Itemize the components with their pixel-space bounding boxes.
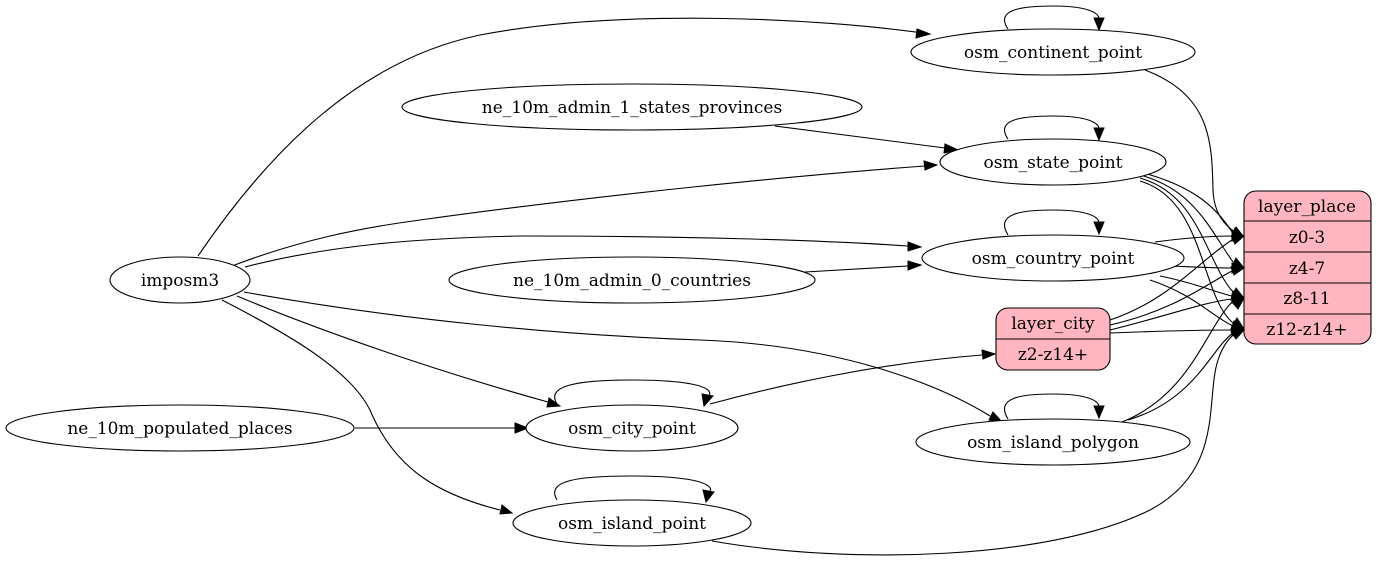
record-field-z12-z14: z12-z14+ (1266, 320, 1347, 340)
node-label: osm_city_point (568, 419, 696, 439)
record-layer-place[interactable]: layer_place z0-3 z4-7 z8-11 z12-z14+ (1243, 190, 1372, 345)
node-label: osm_island_point (558, 514, 706, 534)
node-osm-country-point[interactable]: osm_country_point (921, 234, 1185, 282)
edge-layer-city-to-layer-place-z12-z14 (1109, 324, 1246, 336)
node-ne-10m-populated-places[interactable]: ne_10m_populated_places (5, 404, 355, 452)
edge-osm-continent-point-to-layer-place (1144, 69, 1246, 238)
node-label: ne_10m_admin_1_states_provinces (482, 98, 782, 118)
record-title: layer_place (1258, 197, 1356, 217)
record-field-z8-11: z8-11 (1283, 289, 1330, 309)
node-label: ne_10m_admin_0_countries (513, 271, 751, 291)
node-label: osm_island_polygon (967, 433, 1139, 453)
node-imposm3[interactable]: imposm3 (109, 256, 251, 304)
node-osm-continent-point[interactable]: osm_continent_point (910, 28, 1196, 76)
edge-ne-10m-admin-0-to-osm-country-point (804, 260, 923, 273)
node-osm-island-polygon[interactable]: osm_island_polygon (915, 418, 1191, 466)
edge-imposm3-to-osm-island-point (221, 299, 514, 515)
edge-ne-10m-populated-places-to-osm-city-point (355, 422, 530, 434)
record-title: layer_city (1011, 314, 1095, 334)
nodes: osm_continent_point ne_10m_admin_1_state… (5, 28, 1196, 547)
edge-osm-country-point-self-loop (1003, 209, 1105, 236)
node-label: osm_state_point (984, 153, 1123, 173)
edge-osm-island-polygon-to-layer-place-z12-z14 (1127, 329, 1246, 421)
edge-layer-city-to-layer-place-z0-3 (1109, 235, 1246, 321)
edge-osm-island-polygon-to-layer-place-z8-11 (1121, 297, 1246, 423)
edge-osm-city-point-self-loop (554, 379, 714, 408)
edge-osm-state-point-self-loop (1003, 115, 1105, 142)
edge-imposm3-to-osm-island-polygon (243, 291, 1004, 423)
edge-imposm3-to-osm-country-point (244, 235, 923, 268)
edge-osm-island-polygon-self-loop (1003, 393, 1105, 420)
edge-ne-10m-admin-1-to-osm-state-point (774, 125, 960, 154)
node-ne-10m-admin-0-countries[interactable]: ne_10m_admin_0_countries (448, 256, 816, 304)
edge-imposm3-to-osm-continent-point (197, 17, 932, 257)
record-field-z4-7: z4-7 (1289, 259, 1325, 279)
node-label: osm_country_point (972, 249, 1135, 269)
edge-osm-island-point-self-loop (554, 475, 715, 504)
record-field-z0-3: z0-3 (1289, 228, 1325, 248)
edge-osm-continent-point-self-loop (1003, 5, 1105, 32)
edge-osm-city-point-to-layer-city (709, 349, 997, 405)
edge-layer-city-to-layer-place-z4-7 (1109, 266, 1246, 326)
node-osm-state-point[interactable]: osm_state_point (939, 138, 1167, 186)
edges (197, 5, 1246, 556)
node-label: ne_10m_populated_places (67, 419, 292, 439)
node-label: imposm3 (141, 271, 219, 291)
edge-imposm3-to-osm-city-point (236, 295, 562, 408)
record-layer-city[interactable]: layer_city z2-z14+ (995, 307, 1111, 371)
node-osm-city-point[interactable]: osm_city_point (525, 404, 739, 452)
node-osm-island-point[interactable]: osm_island_point (512, 499, 752, 547)
node-ne-10m-admin-1-states-provinces[interactable]: ne_10m_admin_1_states_provinces (401, 83, 863, 131)
edge-imposm3-to-osm-state-point (231, 160, 939, 267)
record-field-z2-z14: z2-z14+ (1018, 345, 1088, 365)
node-label: osm_continent_point (964, 43, 1142, 63)
